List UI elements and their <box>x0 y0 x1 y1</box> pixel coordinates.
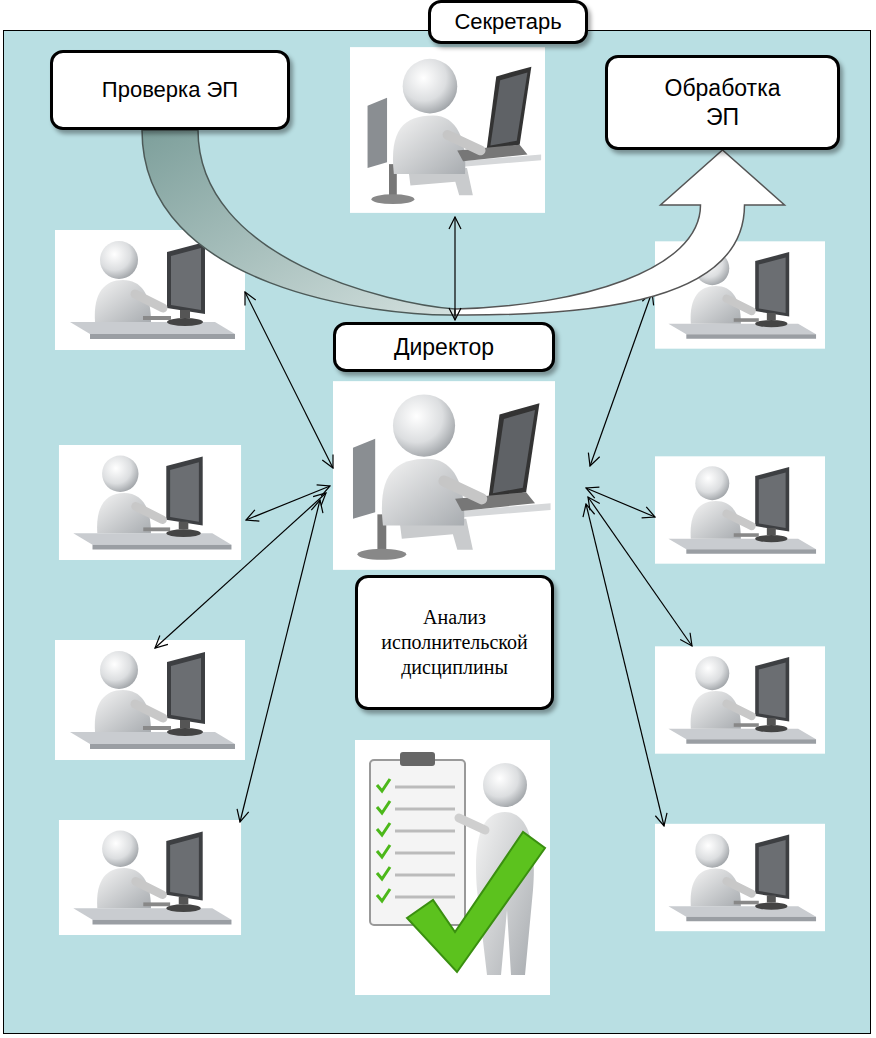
secretary-figure <box>350 47 545 213</box>
arrow-tail <box>142 130 455 315</box>
box-label: Директор <box>394 333 494 362</box>
box-label: Анализ исполнительской дисциплины <box>367 605 542 680</box>
arrow-head <box>455 150 785 315</box>
box-outline: Анализ исполнительской дисциплины <box>355 575 554 710</box>
process-box: Анализ исполнительской дисциплины <box>355 575 554 710</box>
employee-figure <box>59 820 241 935</box>
employee-figure <box>55 640 245 760</box>
employee-figure <box>655 646 825 753</box>
employee-arrows <box>155 292 692 826</box>
role-box: Секретарь <box>350 0 560 215</box>
box-outline: Обработка ЭП <box>605 55 840 150</box>
process-box: Проверка ЭП <box>50 50 290 130</box>
checklist-figure <box>355 740 550 995</box>
box-label: Секретарь <box>454 8 561 36</box>
connector-line <box>454 217 455 320</box>
curved-flow-arrow <box>142 130 785 315</box>
employee-figure <box>655 824 825 931</box>
employee-figure <box>59 445 241 560</box>
box-outline: Проверка ЭП <box>50 50 290 130</box>
double-arrow <box>455 217 456 320</box>
box-outline: Директор <box>333 322 555 372</box>
box-outline: Секретарь <box>428 0 588 44</box>
director-figure <box>333 381 555 570</box>
role-box: Директор <box>333 322 557 575</box>
box-label: Проверка ЭП <box>102 76 238 104</box>
box-label: Обработка ЭП <box>648 74 798 132</box>
process-box: Обработка ЭП <box>605 55 840 150</box>
employee-figure <box>655 456 825 563</box>
